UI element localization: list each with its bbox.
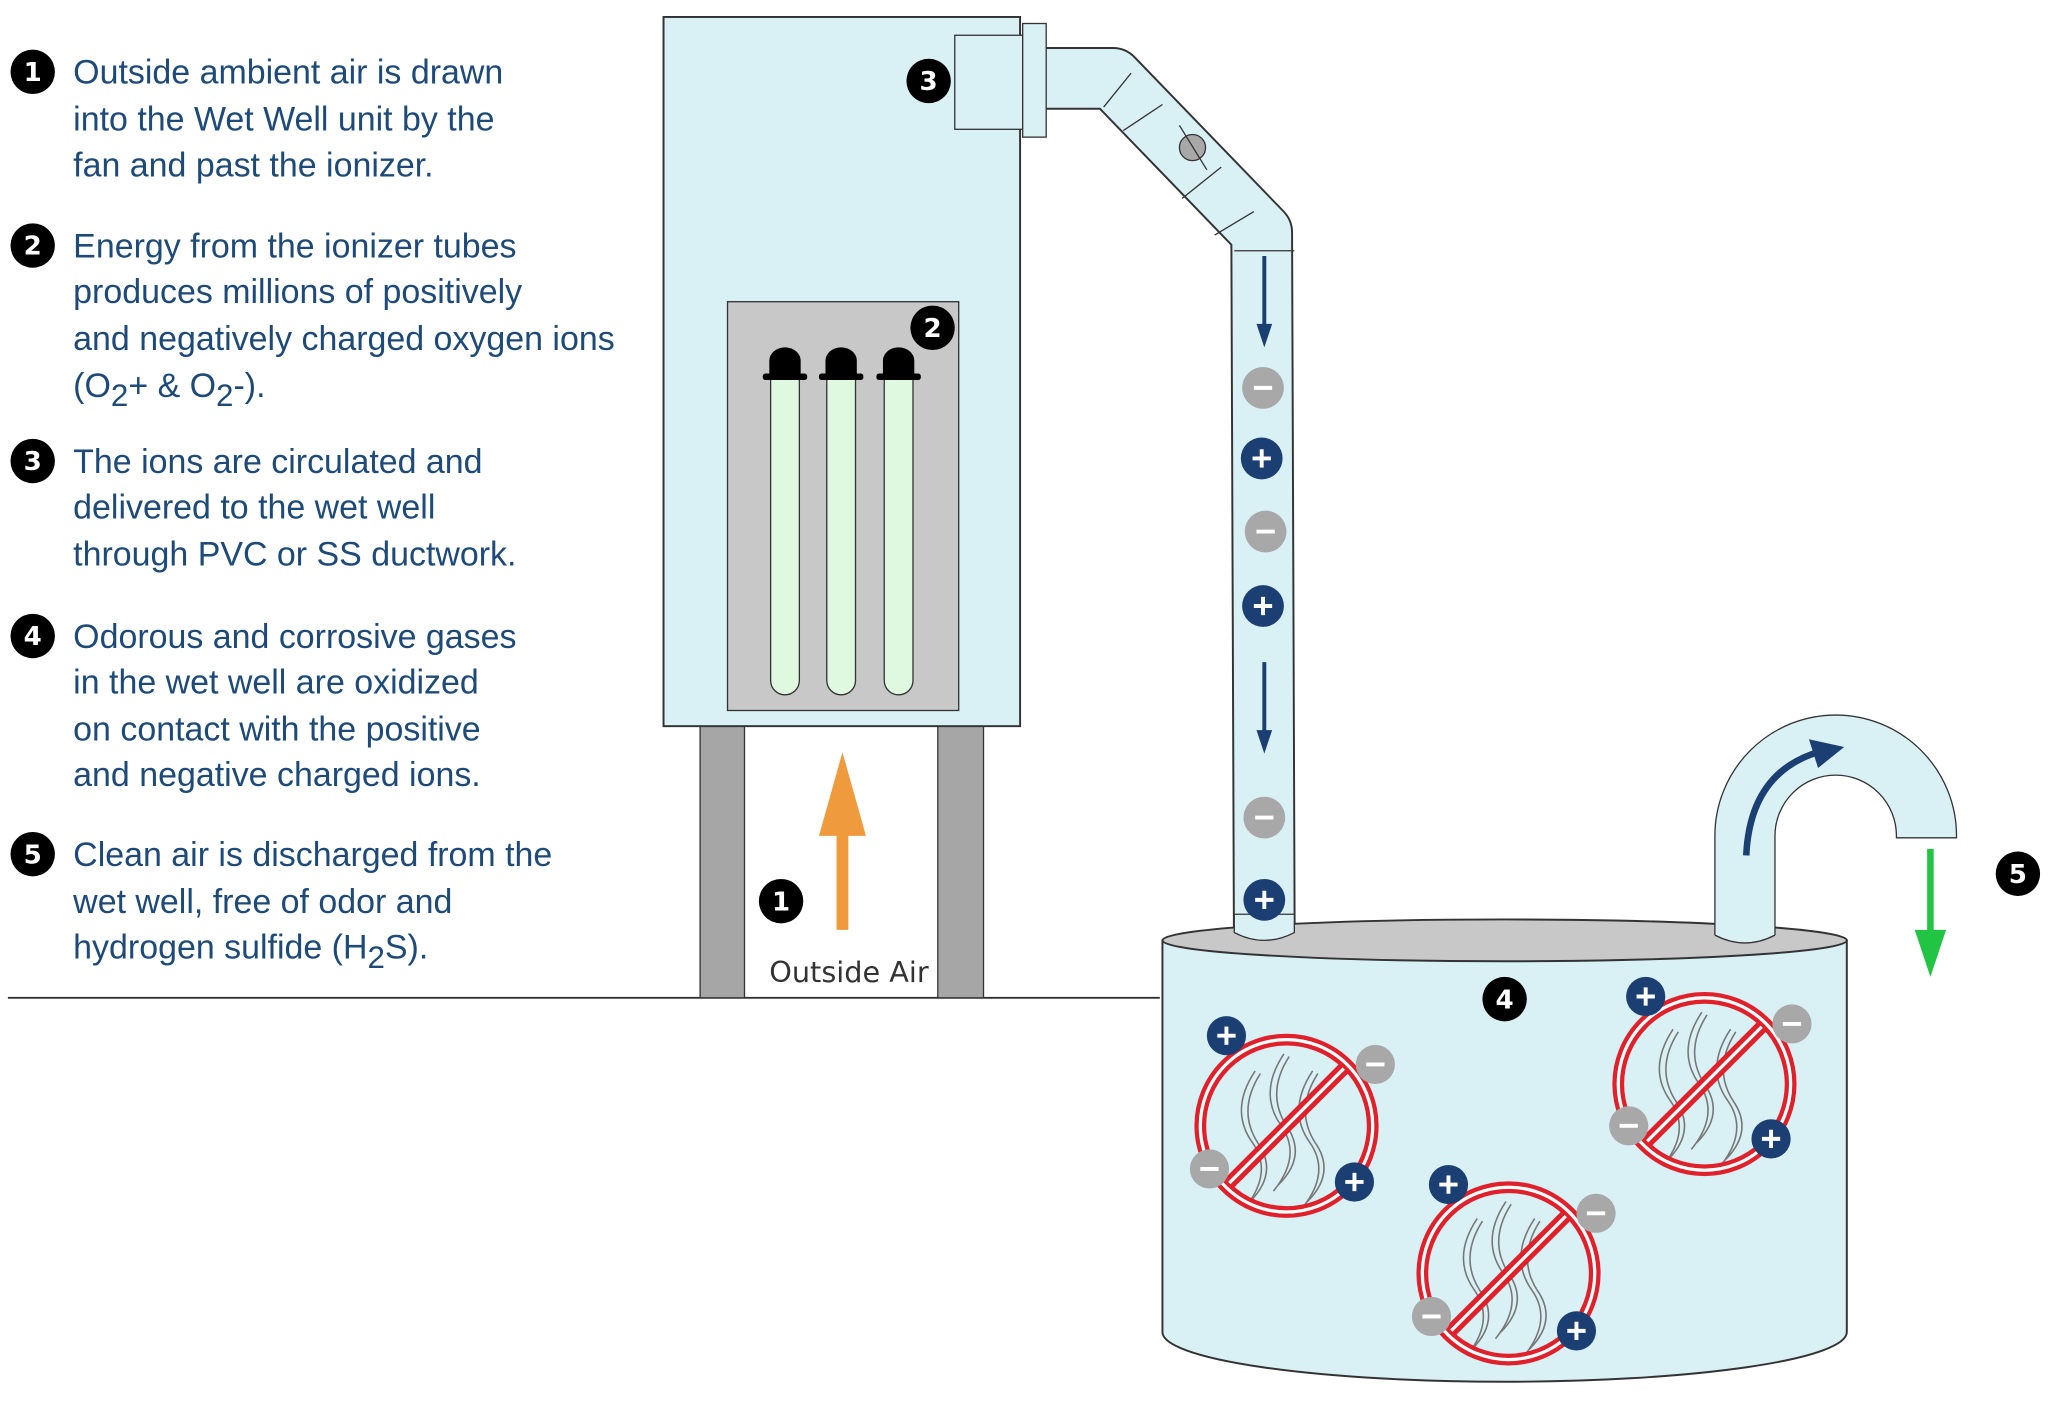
subscript: 2 — [216, 378, 233, 413]
badge-number: 5 — [24, 840, 42, 870]
step-3: 3 The ions are circulated and delivered to… — [10, 438, 516, 574]
positive-ion-icon — [1243, 878, 1286, 921]
badge-number: 1 — [24, 58, 42, 88]
step-2: 2 Energy from the ionizer tubes produces m… — [10, 223, 615, 413]
badge-number: 2 — [24, 232, 42, 262]
intake-badge: 1 — [758, 878, 804, 924]
step-number-badge: 5 — [10, 831, 55, 877]
step-text-line: Energy from the ionizer tubes — [73, 227, 516, 265]
step-text-line: and negatively charged oxygen ions — [73, 320, 615, 358]
no-odor-icon — [1612, 991, 1797, 1177]
step-text-line: fan and past the ionizer. — [73, 146, 433, 184]
outside-air-label: Outside Air — [769, 955, 929, 989]
unit-leg-left — [699, 725, 746, 999]
step-text-line: produces millions of positively — [73, 273, 522, 311]
no-odor-icon — [1416, 1181, 1601, 1366]
wet-well-lid — [1161, 918, 1848, 963]
discharge-pipe — [1714, 714, 1958, 944]
step-formula: hydrogen sulfide (H2S). — [73, 929, 428, 975]
positive-ion-icon — [1751, 1119, 1791, 1159]
badge-number: 4 — [1496, 985, 1514, 1015]
negative-ion-icon — [1609, 1106, 1649, 1146]
step-text-line: through PVC or SS ductwork. — [73, 536, 516, 574]
positive-ion-icon — [1240, 437, 1283, 480]
step-text-line: into the Wet Well unit by the — [73, 101, 494, 139]
step-4: 4 Odorous and corrosive gases in the wet w… — [10, 613, 517, 794]
ionizer-badge: 2 — [910, 305, 955, 351]
duct-flow-arrow-icon — [1256, 255, 1273, 348]
positive-ion-icon — [1556, 1311, 1597, 1351]
fan-housing — [954, 34, 1024, 130]
ionizer-tube — [876, 347, 921, 696]
badge-number: 5 — [2009, 860, 2027, 890]
fan-badge: 3 — [906, 58, 951, 104]
step-5: 5 Clean air is discharged from the wet wel… — [10, 831, 552, 975]
step-number-badge: 3 — [10, 438, 55, 484]
discharge-badge: 5 — [1995, 851, 2041, 896]
step-text-line: Odorous and corrosive gases — [73, 618, 516, 656]
fan-flange — [1022, 22, 1047, 138]
unit-leg-right — [937, 725, 985, 999]
step-number-badge: 4 — [10, 613, 55, 659]
positive-ion-icon — [1334, 1162, 1375, 1202]
step-formula: (O2+ & O2-). — [73, 367, 265, 413]
no-odor-icon — [1194, 1033, 1379, 1218]
positive-ion-icon — [1242, 585, 1284, 627]
discharge-arrow-icon — [1914, 848, 1947, 977]
ionizer-tube — [762, 347, 808, 696]
positive-ion-icon — [1428, 1164, 1469, 1205]
steps-list: 1 Outside ambient air is drawn into the We… — [10, 49, 615, 975]
negative-ion-icon — [1411, 1296, 1452, 1337]
formula-part: -). — [233, 367, 265, 405]
formula-part: + & O — [128, 367, 216, 405]
step-number-badge: 1 — [10, 49, 55, 95]
step-text-line: in the wet well are oxidized — [73, 664, 479, 702]
step-text-line: and negative charged ions. — [73, 756, 481, 794]
badge-number: 1 — [772, 887, 790, 917]
badge-number: 2 — [923, 314, 941, 344]
subscript: 2 — [367, 940, 384, 975]
negative-ion-icon — [1242, 366, 1284, 409]
negative-ion-icon — [1355, 1044, 1395, 1085]
step-text-line: The ions are circulated and — [73, 443, 482, 481]
badge-number: 4 — [24, 622, 42, 652]
formula-part: (O — [73, 367, 111, 405]
ionizer-tube — [818, 347, 864, 696]
positive-ion-icon — [1626, 976, 1666, 1017]
step-1: 1 Outside ambient air is drawn into the We… — [10, 49, 503, 184]
ionizer-tubes — [762, 347, 921, 696]
badge-number: 3 — [24, 447, 42, 477]
step-number-badge: 2 — [10, 223, 55, 268]
subscript: 2 — [111, 378, 128, 413]
step-text-line: Clean air is discharged from the — [73, 836, 552, 874]
negative-ion-icon — [1772, 1004, 1812, 1044]
step-text-line: wet well, free of odor and — [72, 883, 452, 921]
formula-part: hydrogen sulfide (H — [73, 929, 367, 967]
step-text-line: Outside ambient air is drawn — [73, 54, 503, 92]
negative-ion-icon — [1244, 510, 1287, 553]
intake-arrow-icon — [818, 752, 866, 930]
wet-well-badge: 4 — [1482, 976, 1527, 1022]
negative-ion-icon — [1189, 1149, 1230, 1189]
step-text-line: on contact with the positive — [73, 711, 480, 749]
formula-part: S). — [385, 929, 428, 967]
negative-ion-icon — [1243, 796, 1286, 839]
positive-ion-icon — [1206, 1016, 1247, 1056]
badge-number: 3 — [920, 67, 938, 97]
negative-ion-icon — [1576, 1193, 1616, 1233]
duct-flow-arrow-icon — [1256, 662, 1273, 754]
step-text-line: delivered to the wet well — [73, 489, 435, 527]
